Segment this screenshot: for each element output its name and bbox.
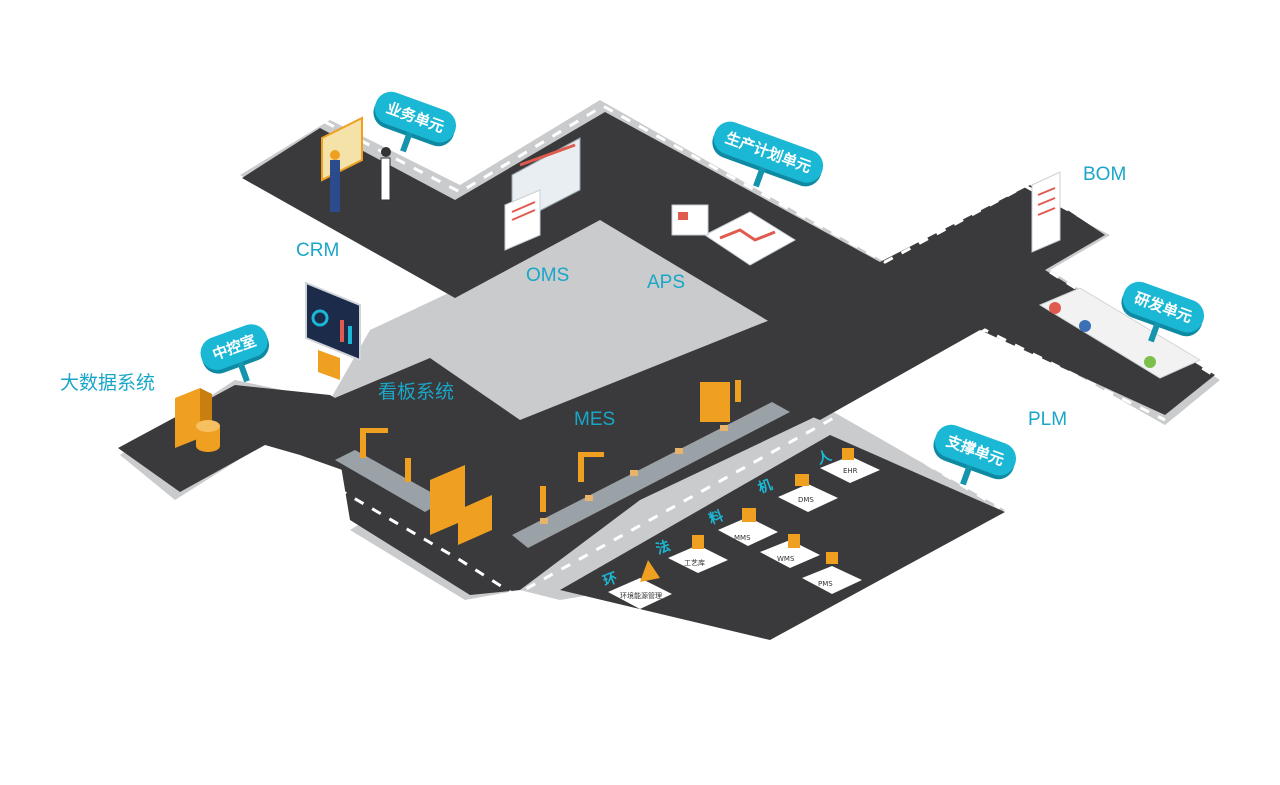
road-top xyxy=(242,112,1215,420)
control-cabinet xyxy=(458,495,492,545)
tile-ehr-text: EHR xyxy=(843,467,858,475)
tile-craft xyxy=(668,545,728,573)
kanban-scene xyxy=(305,281,361,380)
kanban-screen xyxy=(305,281,361,362)
rd-person-3 xyxy=(1144,356,1156,368)
tile-env xyxy=(608,578,672,609)
conveyor-left xyxy=(335,450,445,512)
lane-top xyxy=(324,104,1109,264)
oms-scene xyxy=(504,137,581,251)
tile-pms xyxy=(802,566,862,594)
tile-craft-text: 工艺库 xyxy=(684,558,705,567)
tile-dms-text: DMS xyxy=(798,496,814,504)
label-oms: OMS xyxy=(526,265,570,286)
lane-bottom xyxy=(181,328,1166,597)
label-bom: BOM xyxy=(1083,164,1127,185)
aps-flow-sheet xyxy=(704,211,796,266)
tile-icons xyxy=(640,448,854,582)
aps-scene xyxy=(671,204,796,266)
person-worker xyxy=(330,160,340,212)
tile-dms xyxy=(778,484,838,512)
tile-mms-text: MMS xyxy=(734,534,751,542)
robot-arms xyxy=(360,380,741,512)
oms-documents xyxy=(504,189,541,251)
label-aps: APS xyxy=(647,272,686,293)
person-engineer xyxy=(380,157,391,201)
big-data-scene xyxy=(175,388,220,452)
bom-scene xyxy=(1031,171,1061,253)
mes-production-line xyxy=(335,380,790,548)
tile-ehr xyxy=(820,456,880,483)
support-tiles: EHR DMS MMS WMS PMS 工艺库 环境能源管理 xyxy=(608,448,880,609)
product-boxes xyxy=(540,425,728,524)
conveyor-main xyxy=(512,402,790,548)
road-mes xyxy=(330,300,980,595)
label-crm: CRM xyxy=(296,240,340,261)
label-big-data: 大数据系统 xyxy=(60,373,156,394)
tile-pms-text: PMS xyxy=(818,580,833,588)
tile-wms-text: WMS xyxy=(777,555,795,563)
rd-desk xyxy=(1038,287,1202,379)
tile-wms xyxy=(760,540,820,568)
support-area xyxy=(560,435,1005,640)
rd-office xyxy=(1038,287,1202,379)
tile-mms xyxy=(718,517,778,546)
rd-person-1 xyxy=(1049,302,1061,314)
label-kanban: 看板系统 xyxy=(378,382,455,403)
label-mes: MES xyxy=(574,409,616,430)
machine-press xyxy=(430,465,465,535)
worker-helmet-icon xyxy=(330,150,340,160)
label-plm: PLM xyxy=(1028,409,1068,430)
crm-scene xyxy=(321,116,391,212)
engineer-head-icon xyxy=(381,147,391,157)
server-rack xyxy=(175,388,200,448)
tile-env-text: 环境能源管理 xyxy=(620,591,662,600)
kanban-kiosk xyxy=(318,350,340,380)
rd-person-2 xyxy=(1079,320,1091,332)
aps-charts xyxy=(671,204,709,236)
